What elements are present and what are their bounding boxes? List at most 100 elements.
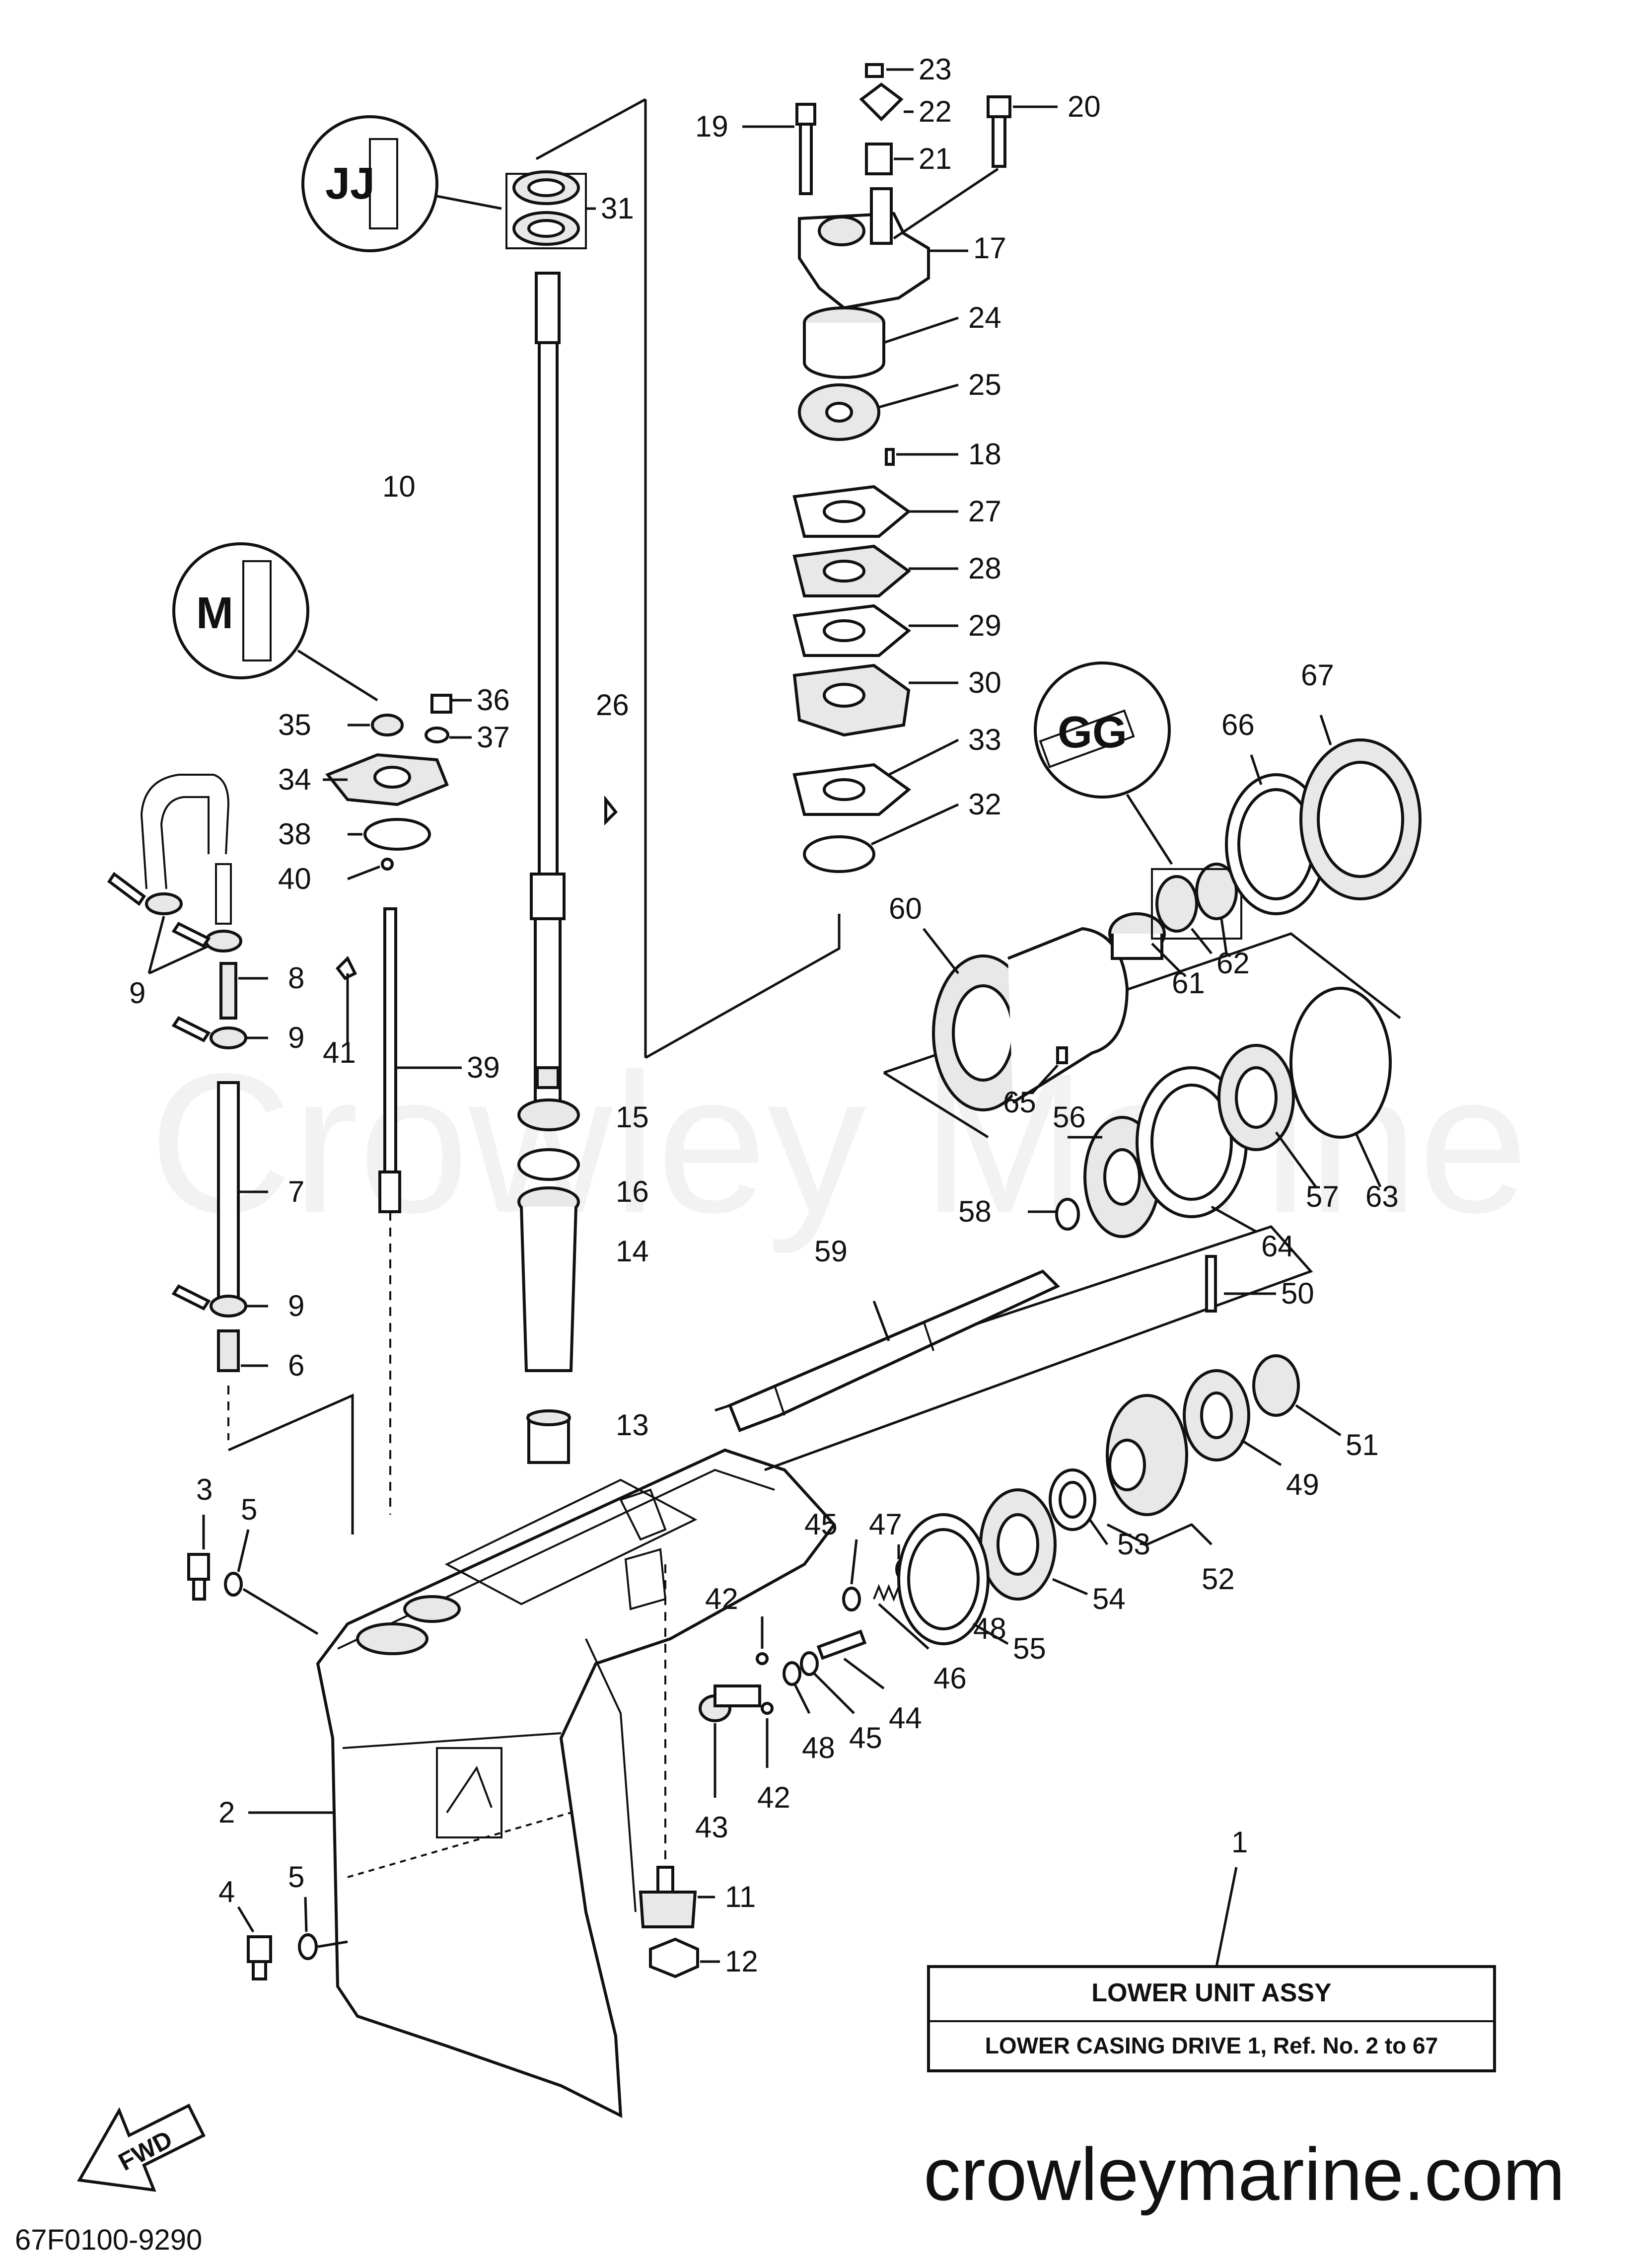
- callout-61: 61: [1172, 966, 1205, 1000]
- callout-9a: 9: [129, 976, 145, 1010]
- seal-bracket-62: [1151, 868, 1242, 940]
- water-tube-7-icon: [217, 1081, 240, 1303]
- callout-36: 36: [477, 683, 510, 717]
- bolt-20-icon: [987, 95, 1011, 168]
- callout-24: 24: [968, 301, 1001, 334]
- seal-35-icon: [371, 714, 404, 736]
- water-tube-hose-icon: [140, 774, 232, 925]
- group-bracket-3: [227, 1393, 354, 1535]
- screw-23-icon: [865, 63, 884, 78]
- callout-2: 2: [218, 1796, 235, 1829]
- callout-43: 43: [695, 1811, 728, 1844]
- o-ring-40-icon: [381, 858, 394, 871]
- callout-28: 28: [968, 552, 1001, 585]
- callout-60: 60: [889, 892, 922, 925]
- drive-shaft-10-icon: [530, 272, 566, 1104]
- clamp-9-mid-icon: [171, 922, 242, 952]
- nut-12-icon: [649, 1937, 699, 1978]
- callout-27: 27: [968, 495, 1001, 528]
- callout-45a: 45: [804, 1508, 838, 1541]
- gasket-27-icon: [792, 485, 911, 538]
- callout-32: 32: [968, 788, 1001, 821]
- shift-rod-holder-34-icon: [325, 753, 449, 806]
- grommet-8-icon: [219, 962, 237, 1020]
- callout-62: 62: [1216, 947, 1250, 980]
- pump-group-bracket: [644, 914, 841, 1059]
- assembly-title: LOWER UNIT ASSY: [1091, 1978, 1331, 2007]
- pin-18-icon: [885, 448, 895, 466]
- ring-nut-67-icon: [1299, 738, 1422, 900]
- callout-67: 67: [1301, 658, 1334, 692]
- callout-65: 65: [1003, 1086, 1036, 1119]
- callout-48a: 48: [802, 1731, 835, 1764]
- callout-5a: 5: [241, 1493, 257, 1526]
- sleeve-14-icon: [517, 1186, 580, 1372]
- washer-48-left-icon: [783, 1661, 801, 1686]
- pinion-gear-11-icon: [639, 1866, 697, 1928]
- callout-19: 19: [695, 110, 728, 143]
- bushing-53-icon: [1049, 1468, 1096, 1531]
- callout-9c: 9: [288, 1289, 304, 1322]
- callout-49: 49: [1286, 1468, 1319, 1501]
- callout-13: 13: [616, 1408, 649, 1442]
- callout-48b: 48: [973, 1612, 1006, 1645]
- callout-10: 10: [382, 470, 416, 503]
- plate-22-icon: [859, 82, 904, 122]
- callout-54: 54: [1092, 1582, 1126, 1615]
- washer-45-right-icon: [842, 1587, 861, 1611]
- callout-53: 53: [1117, 1528, 1150, 1561]
- reverse-gear-52-icon: [1106, 1394, 1188, 1516]
- callout-63: 63: [1365, 1180, 1399, 1213]
- callout-3: 3: [196, 1473, 213, 1506]
- svg-text:GG: GG: [1058, 708, 1127, 757]
- callout-57: 57: [1306, 1180, 1339, 1213]
- assembly-reference-box: LOWER UNIT ASSY LOWER CASING DRIVE 1, Re…: [927, 1965, 1496, 2072]
- o-ring-38-icon: [363, 818, 431, 851]
- insert-24-icon: [803, 306, 885, 379]
- bolt-19-icon: [795, 103, 816, 195]
- bolt-4-icon: [247, 1935, 272, 1980]
- callout-30: 30: [968, 666, 1001, 699]
- callout-5b: 5: [288, 1860, 304, 1894]
- grease-callout-left-icon: M: [172, 542, 378, 702]
- lower-casing-2-icon: [316, 1448, 836, 2119]
- shaft-group-bracket: [714, 1225, 1313, 1471]
- washer-37-icon: [425, 727, 449, 743]
- callout-51: 51: [1346, 1428, 1379, 1462]
- ball-42-upper-icon: [756, 1652, 769, 1665]
- callout-66: 66: [1221, 708, 1255, 741]
- insert-cartridge-21-icon: [865, 143, 893, 175]
- callout-labels: 1 2 3 4 5 5 6 7 8 9 9 9 10 11 12 13 14 1…: [129, 53, 1399, 1978]
- callout-45b: 45: [849, 1721, 882, 1755]
- spring-51-icon: [1252, 1354, 1300, 1417]
- callout-64: 64: [1261, 1230, 1294, 1263]
- callout-1: 1: [1231, 1826, 1248, 1859]
- callout-37: 37: [477, 721, 510, 754]
- oil-seal-31-icon: [512, 170, 580, 246]
- washer-5-upper-icon: [224, 1572, 243, 1597]
- callout-23: 23: [919, 53, 952, 86]
- callout-31: 31: [601, 192, 634, 225]
- impeller-25-icon: [798, 383, 880, 441]
- diagram-code: 67F0100-9290: [15, 2224, 202, 2256]
- callout-22: 22: [919, 95, 952, 128]
- callout-35: 35: [278, 708, 311, 741]
- outer-plate-cartridge-28-icon: [792, 544, 911, 597]
- ball-bearing-57-icon: [1217, 1044, 1295, 1151]
- callout-25: 25: [968, 368, 1001, 401]
- callout-11: 11: [725, 1880, 756, 1913]
- o-ring-63-icon: [1289, 987, 1392, 1139]
- bolt-3-icon: [187, 1553, 210, 1601]
- shim-55-icon: [897, 1513, 990, 1645]
- callout-50: 50: [1281, 1277, 1314, 1310]
- callout-41: 41: [323, 1036, 356, 1069]
- callout-16: 16: [616, 1175, 649, 1208]
- callout-9b: 9: [288, 1021, 304, 1054]
- needle-bearing-61-icon: [1108, 912, 1166, 960]
- clamp-9-top-icon: [107, 872, 183, 915]
- callout-56: 56: [1053, 1100, 1086, 1134]
- pump-base-30-icon: [792, 663, 911, 737]
- callout-34: 34: [278, 763, 311, 796]
- callout-20: 20: [1068, 90, 1101, 123]
